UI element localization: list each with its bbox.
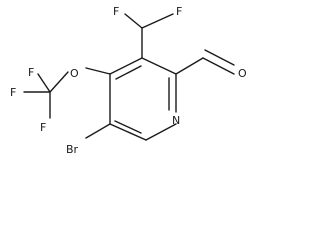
atom-label-f-cf3-bottom: F	[40, 121, 46, 134]
bond-c3-c2	[141, 57, 177, 75]
bond-c4-c3	[109, 57, 143, 75]
bond-chf2-f-left	[124, 13, 143, 29]
atom-label-o-aldehyde: O	[238, 67, 247, 80]
bond-cf3-f-top	[37, 73, 51, 93]
atom-label-f-cf3-left: F	[10, 86, 16, 99]
bond-n-c6	[145, 123, 177, 141]
bonds	[23, 13, 235, 141]
bond-cho-o	[202, 57, 235, 75]
bond-c5-br	[85, 123, 111, 139]
bond-cho-o-double	[204, 49, 235, 66]
bond-c6-c5-inner	[114, 120, 142, 134]
bond-c4-c3-inner	[115, 65, 142, 80]
bond-c4-o	[85, 67, 111, 75]
atom-label-f-chf2-right: F	[176, 5, 182, 18]
bond-o-cf3	[49, 71, 69, 93]
atom-label-f-chf2-left: F	[113, 5, 119, 18]
bond-c2-cho	[175, 57, 204, 75]
atom-label-n-ring: N	[172, 114, 180, 127]
bond-c6-c5	[109, 123, 147, 141]
atom-label-br: Br	[66, 143, 79, 156]
atom-label-o-ether: O	[70, 67, 79, 80]
atom-labels: F F F O F F O N Br	[10, 5, 247, 156]
molecule-structure-diagram: F F F O F F O N Br	[10, 5, 247, 156]
bond-chf2-f-right	[141, 13, 174, 29]
atom-label-f-cf3-top: F	[28, 66, 34, 79]
